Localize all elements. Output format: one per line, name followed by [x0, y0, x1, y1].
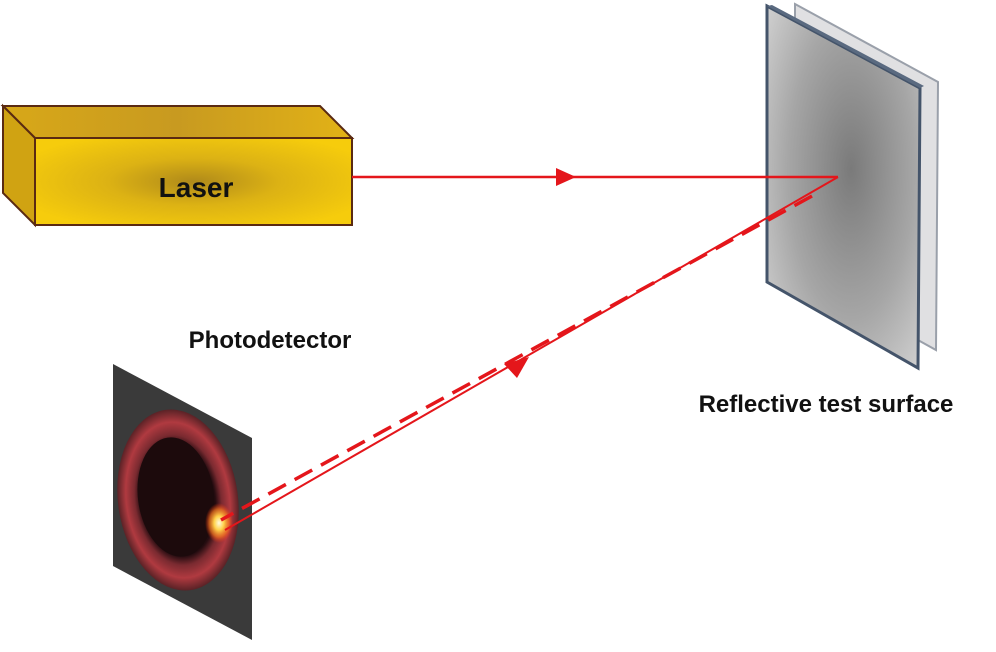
reflected-beam-dashed: [220, 194, 813, 522]
photodetector-target-icon: [113, 364, 252, 640]
laser-front-face: [34, 137, 353, 226]
laser-top-face: [0, 105, 355, 139]
laser-label: Laser: [159, 172, 234, 203]
incident-beam-arrow: [556, 168, 576, 186]
detector-core: [137, 437, 215, 557]
surface-front-edge: [767, 5, 924, 88]
reflected-beam-arrow: [504, 357, 529, 378]
laser-box-icon: Laser: [0, 103, 355, 228]
mirror-panel-icon: [765, 2, 940, 371]
reflected-beam-solid: [224, 176, 839, 531]
surface-label: Reflective test surface: [699, 391, 954, 418]
photodetector-label: Photodetector: [189, 327, 352, 354]
detector-spot: [205, 503, 233, 543]
beam-paths: [220, 168, 839, 531]
